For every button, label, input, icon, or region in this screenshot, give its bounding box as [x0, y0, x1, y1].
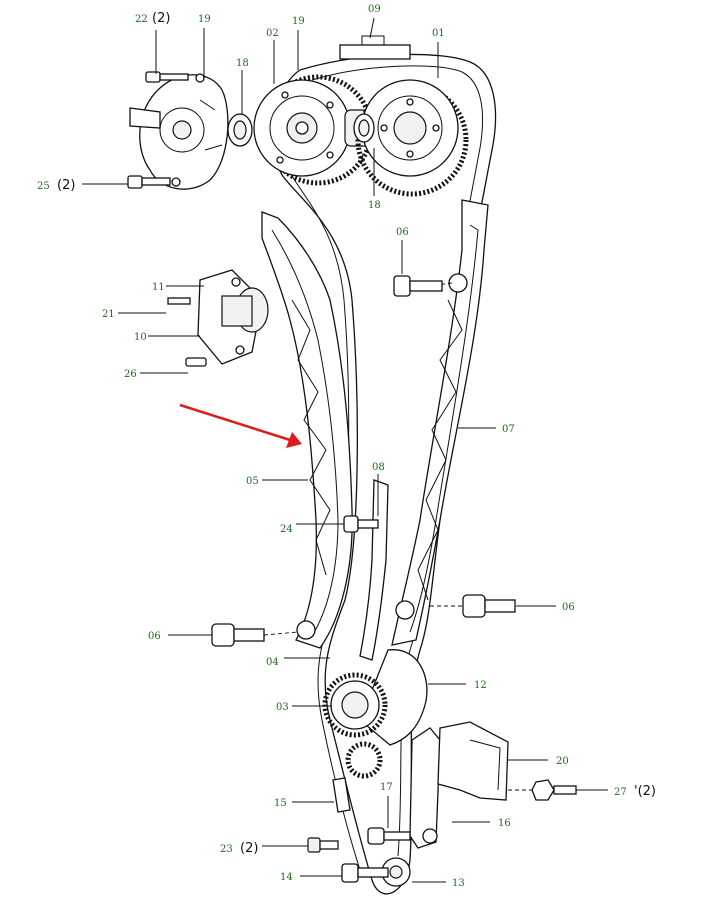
label-08: 08	[372, 462, 385, 473]
camshaft-sprocket-intake	[253, 74, 374, 186]
quantity-23: (2)	[240, 841, 258, 856]
label-07: 07	[502, 424, 515, 435]
washers	[227, 113, 375, 147]
label-06-upper: 06	[396, 227, 409, 238]
label-04: 04	[266, 657, 279, 668]
bolts-upper	[127, 71, 189, 189]
label-10: 10	[134, 332, 147, 343]
label-25: 25	[37, 181, 50, 192]
label-03: 03	[276, 702, 289, 713]
label-06-right: 06	[562, 602, 575, 613]
leader-lines	[82, 17, 608, 883]
label-19-left: 19	[198, 14, 211, 25]
label-09: 09	[368, 4, 381, 15]
red-pointer-arrow	[179, 403, 302, 448]
quantity-22: (2)	[152, 11, 170, 26]
chain-guide-lower	[359, 479, 389, 661]
part-labels: 22 (2) 19 18 02 19 09 01 18 25 (2) 06 11…	[37, 4, 656, 889]
label-21: 21	[102, 309, 115, 320]
label-13: 13	[452, 878, 465, 889]
label-15: 15	[274, 798, 287, 809]
fasteners	[211, 275, 577, 883]
label-19-right: 19	[292, 16, 305, 27]
label-12: 12	[474, 680, 487, 691]
tensioner-guide-left	[261, 211, 353, 649]
label-22: 22	[135, 14, 148, 25]
tensioner-pivot	[167, 269, 269, 367]
label-06-left: 06	[148, 631, 161, 642]
label-05: 05	[246, 476, 259, 487]
label-20: 20	[556, 756, 569, 767]
label-16: 16	[498, 818, 511, 829]
quantity-25: (2)	[57, 178, 75, 193]
label-24: 24	[280, 524, 293, 535]
label-17: 17	[380, 782, 393, 793]
lower-guide	[332, 777, 411, 887]
label-18-upper: 18	[236, 58, 249, 69]
crankshaft-sprocket	[322, 649, 428, 779]
label-26: 26	[124, 369, 137, 380]
label-18-lower: 18	[368, 200, 381, 211]
label-01: 01	[432, 28, 445, 39]
chain-guide-right	[391, 199, 489, 646]
label-02: 02	[266, 28, 279, 39]
label-14: 14	[280, 872, 293, 883]
label-11: 11	[152, 282, 165, 293]
vvt-actuator	[129, 73, 229, 190]
quantity-27: '(2)	[634, 784, 656, 799]
label-23: 23	[220, 844, 233, 855]
label-27: 27	[614, 787, 627, 798]
hydraulic-tensioner	[409, 721, 509, 849]
